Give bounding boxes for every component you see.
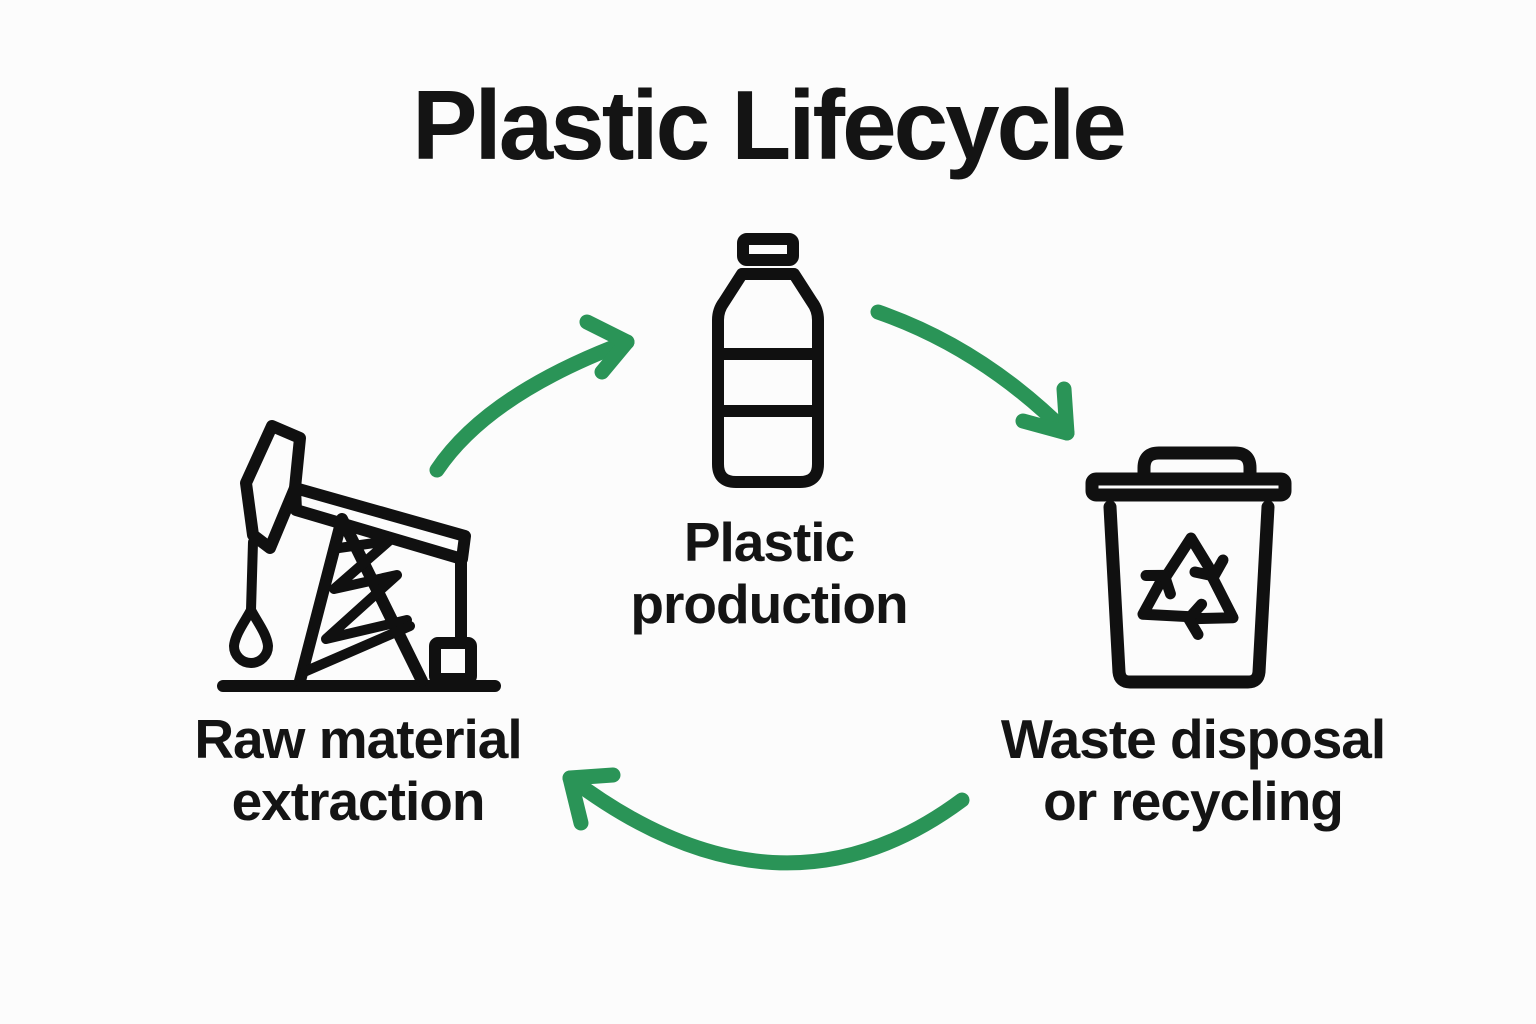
label-line: production: [630, 573, 908, 635]
diagram-title: Plastic Lifecycle: [412, 70, 1127, 180]
label-line: Raw material: [194, 708, 522, 770]
plastic-bottle-icon: [712, 233, 824, 488]
oil-pump-jack-icon: [217, 420, 501, 692]
label-plastic-production: Plastic production: [569, 511, 969, 635]
label-line: or recycling: [1043, 770, 1344, 832]
label-line: Waste disposal: [1000, 708, 1386, 770]
label-waste-disposal-or-recycling: Waste disposal or recycling: [963, 708, 1423, 832]
recycling-bin-icon: [1085, 446, 1292, 689]
production-to-disposal-arrow: [870, 304, 1075, 441]
label-line: extraction: [231, 770, 486, 832]
arrowhead-down-right: [1015, 381, 1075, 441]
arrowhead-up-right: [579, 314, 635, 380]
label-line: Plastic: [683, 511, 855, 573]
disposal-to-extraction-arrow: [562, 767, 970, 871]
label-raw-material-extraction: Raw material extraction: [138, 708, 578, 832]
recycle-symbol-icon: [1137, 532, 1239, 640]
